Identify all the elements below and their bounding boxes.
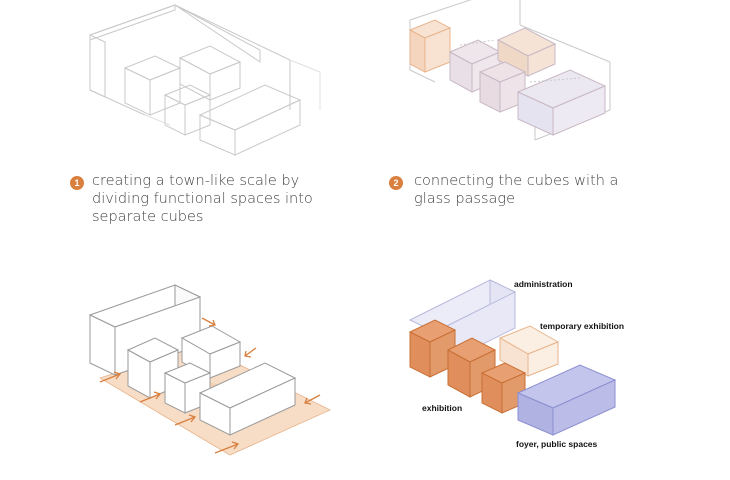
label-temporary-exhibition: temporary exhibition [540, 321, 625, 331]
step-1-caption: creating a town-like scale by dividing f… [92, 173, 313, 225]
step-2-caption: connecting the cubes with a glass passag… [414, 173, 619, 207]
label-foyer: foyer, public spaces [516, 439, 598, 449]
diagram-step2-passage [400, 0, 630, 145]
step-1-badge: 1 [70, 176, 84, 190]
diagram-step4-program [400, 270, 630, 445]
diagram-step3-circulation [80, 270, 340, 475]
diagram-step1-cubes [80, 0, 330, 160]
label-exhibition: exhibition [422, 403, 463, 413]
step-2-badge: 2 [389, 176, 403, 190]
label-administration: administration [514, 279, 573, 289]
